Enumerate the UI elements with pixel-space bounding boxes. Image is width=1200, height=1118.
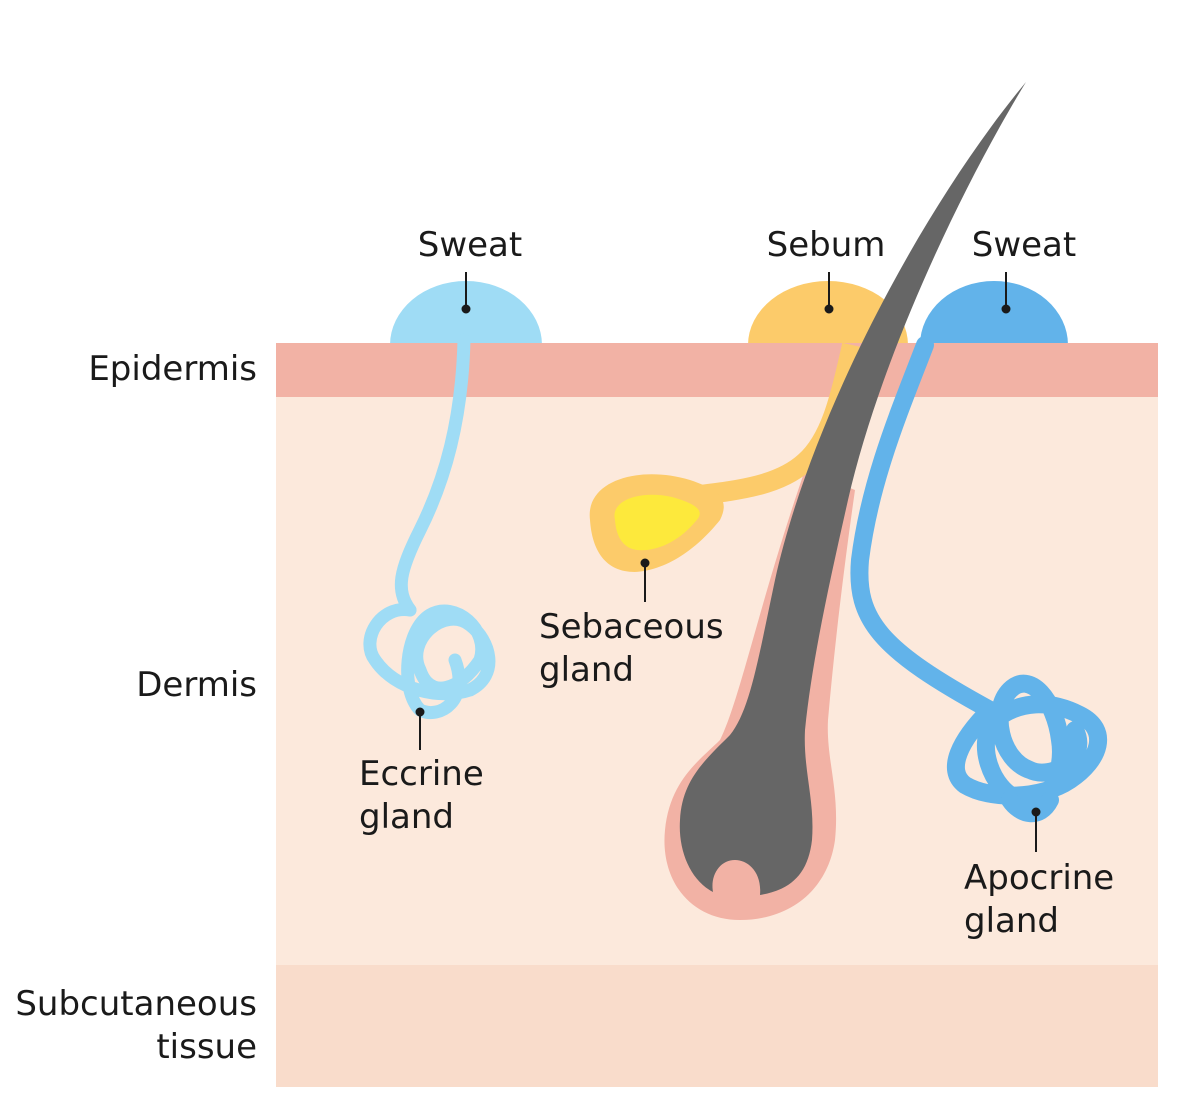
pointer-lines xyxy=(415,272,1041,852)
label-subcutaneous: Subcutaneous xyxy=(15,984,257,1024)
label-tissue: tissue xyxy=(156,1027,257,1067)
epidermis-layer xyxy=(276,343,1158,397)
apocrine-gland xyxy=(850,336,1107,823)
label-sweat-eccrine: Sweat xyxy=(418,225,522,265)
hair-shaft xyxy=(679,82,1026,895)
label-sebaceous: Sebaceous xyxy=(539,607,724,647)
label-sebum: Sebum xyxy=(767,225,886,265)
label-sebaceous-gland: gland xyxy=(539,650,634,690)
label-apocrine: Apocrine xyxy=(964,858,1114,898)
subcutaneous-layer xyxy=(276,965,1158,1087)
label-sweat-apocrine: Sweat xyxy=(972,225,1076,265)
label-eccrine-gland: gland xyxy=(359,797,454,837)
label-dermis: Dermis xyxy=(136,665,257,705)
label-epidermis: Epidermis xyxy=(88,349,257,389)
eccrine-gland xyxy=(363,333,496,720)
label-apocrine-gland: gland xyxy=(964,901,1059,941)
label-eccrine: Eccrine xyxy=(359,754,484,794)
